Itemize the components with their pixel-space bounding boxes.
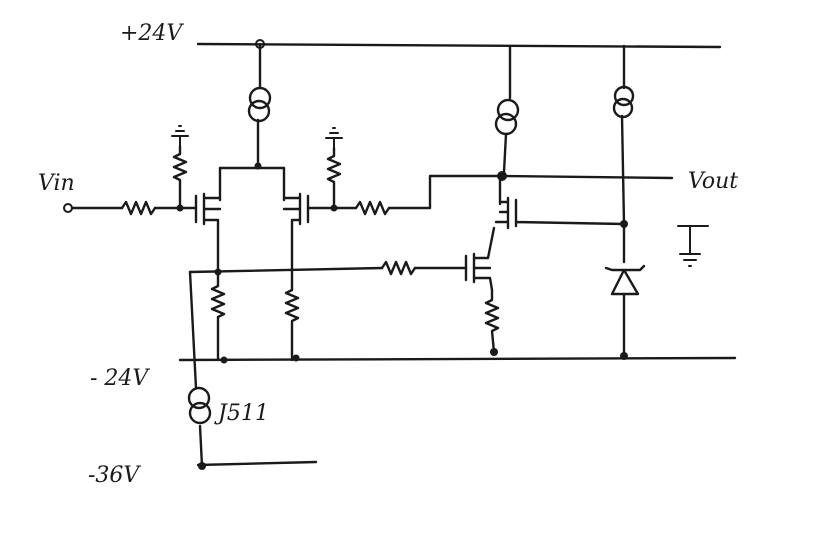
current-source-1-ring bbox=[248, 86, 272, 110]
jfet-wire bbox=[188, 270, 204, 468]
left-mosfet bbox=[194, 166, 222, 274]
lower-source-resistor bbox=[484, 288, 500, 354]
left-source-resistor bbox=[210, 270, 226, 362]
vout-wire bbox=[500, 174, 674, 180]
current-source-2-wire bbox=[502, 44, 512, 174]
lower-mosfet bbox=[464, 226, 496, 292]
jfet-label: J511 bbox=[214, 401, 269, 426]
current-source-1-top-node bbox=[255, 39, 265, 49]
bias-resistor bbox=[380, 260, 417, 276]
junction-dot bbox=[490, 348, 498, 356]
current-source-2-ring bbox=[494, 112, 518, 136]
negative-rail-wire bbox=[178, 356, 737, 362]
left-bias-resistor bbox=[172, 144, 188, 210]
positive-rail-label: +24V bbox=[120, 21, 184, 46]
current-source-1-wire bbox=[256, 42, 262, 168]
current-source-3-ring bbox=[613, 85, 635, 107]
jfet-ring bbox=[188, 401, 212, 425]
current-source-1-ring bbox=[247, 99, 271, 123]
negative-rail-label: - 24V bbox=[90, 366, 150, 391]
junction-dot bbox=[292, 354, 300, 362]
right-ground-symbol bbox=[325, 127, 343, 149]
current-source-3-wire bbox=[620, 44, 626, 264]
junction-dot bbox=[220, 356, 228, 364]
junction-dot bbox=[620, 220, 628, 228]
current-source-2-ring bbox=[496, 98, 520, 122]
jfet-ring bbox=[187, 386, 211, 410]
minus36-rail-wire bbox=[196, 460, 318, 467]
right-bias-resistor bbox=[326, 146, 342, 210]
input-resistor bbox=[120, 200, 157, 216]
right-mosfet bbox=[282, 166, 310, 274]
zener-diode bbox=[604, 264, 646, 358]
output-mosfet bbox=[494, 174, 626, 230]
right-source-resistor bbox=[284, 270, 300, 362]
ground-symbol bbox=[677, 225, 709, 267]
junction-dot bbox=[620, 352, 628, 360]
vout-label: Vout bbox=[688, 169, 738, 194]
vin-label: Vin bbox=[38, 171, 75, 196]
junction-dot bbox=[198, 462, 206, 470]
feedback-wire bbox=[387, 174, 502, 210]
bias-line-wire bbox=[188, 266, 384, 274]
positive-rail-wire bbox=[196, 42, 722, 49]
feedback-resistor bbox=[354, 200, 391, 216]
left-ground-symbol bbox=[171, 125, 189, 147]
minus36-rail-label: -36V bbox=[88, 463, 141, 488]
current-source-3-ring bbox=[612, 97, 634, 119]
